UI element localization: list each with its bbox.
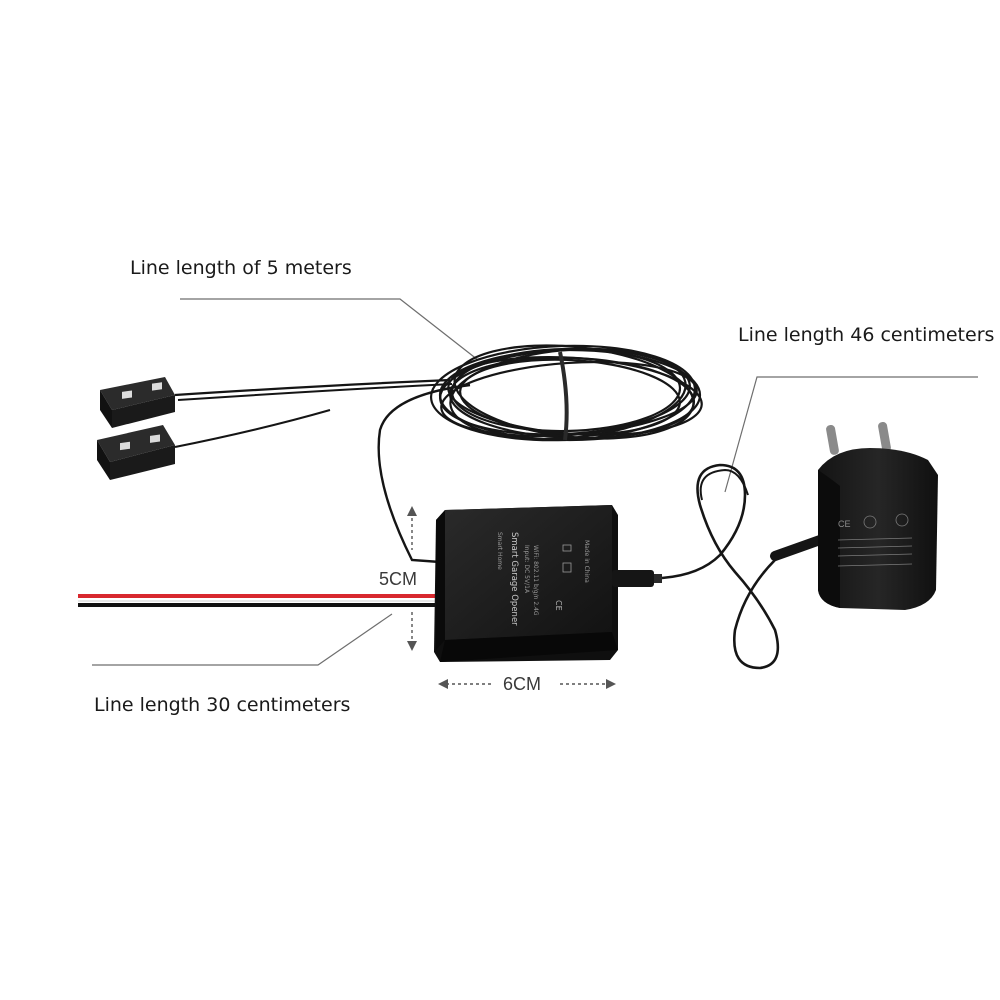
width-dimension-arrow xyxy=(438,679,616,689)
hub-origin: Made in China xyxy=(583,540,590,583)
hub-ce-mark: CE xyxy=(554,600,563,611)
sensor-cable xyxy=(174,378,451,397)
wire-leads xyxy=(78,594,436,607)
leader-line-leads xyxy=(92,613,393,666)
adapter-cert-icon xyxy=(863,515,877,529)
hub-name: Smart Garage Opener xyxy=(509,532,519,626)
dimension-width-label: 6CM xyxy=(503,674,542,694)
label-sensor-cable-length: Line length of 5 meters xyxy=(130,257,352,279)
adapter-usb-plug xyxy=(770,535,825,561)
label-wire-leads-length: Line length 30 centimeters xyxy=(94,694,351,716)
adapter-cable xyxy=(661,463,791,670)
height-dimension-arrow xyxy=(407,506,417,651)
hub-symbol-icon xyxy=(562,544,572,552)
leader-line-sensor xyxy=(180,298,479,361)
cable-tie xyxy=(558,351,569,441)
power-adapter: CE xyxy=(818,421,938,610)
adapter-recycle-icon xyxy=(895,513,909,527)
hub-brand: Smart Home xyxy=(496,532,503,570)
usb-plug xyxy=(612,570,662,587)
garage-opener-hub: Smart Home Smart Garage Opener Input: DC… xyxy=(434,505,618,662)
hub-cable xyxy=(377,383,471,564)
label-adapter-cable-length: Line length 46 centimeters xyxy=(738,324,995,346)
magnetic-sensor-upper xyxy=(100,377,175,428)
magnetic-sensor-lower xyxy=(97,425,175,480)
dimension-height-label: 5CM xyxy=(379,569,418,589)
coiled-cable xyxy=(429,344,703,442)
hub-bin-icon xyxy=(562,562,572,573)
hub-input: Input: DC 5V/1A xyxy=(523,545,530,594)
adapter-ce-mark: CE xyxy=(838,519,851,529)
leader-line-adapter xyxy=(724,376,978,493)
hub-wifi: WiFi: 802.11 b/g/n 2.4G xyxy=(532,545,539,616)
